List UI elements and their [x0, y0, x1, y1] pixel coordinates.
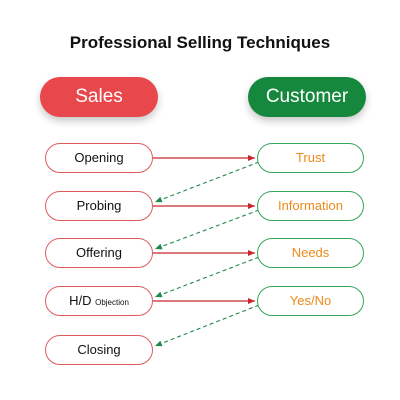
sales-step-closing: Closing	[45, 335, 153, 365]
sales-step-probing: Probing	[45, 191, 153, 221]
customer-response-information: Information	[257, 191, 364, 221]
sales-header: Sales	[40, 77, 158, 117]
sales-step-suffix: Objection	[95, 298, 129, 307]
sales-step-offering: Offering	[45, 238, 153, 268]
customer-header: Customer	[248, 77, 366, 117]
customer-response-label: Needs	[291, 245, 330, 260]
arrow-needs-to-objection	[154, 256, 260, 298]
customer-response-label: Trust	[295, 150, 326, 165]
sales-step-label: Offering	[75, 245, 122, 260]
sales-step-label: H/D	[69, 293, 96, 308]
sales-step-objection: H/D Objection	[45, 286, 153, 316]
customer-response-needs: Needs	[257, 238, 364, 268]
customer-response-trust: Trust	[257, 143, 364, 173]
arrow-trust-to-probing	[154, 161, 260, 203]
arrow-information-to-offering	[154, 209, 260, 250]
arrow-yesno-to-closing	[154, 304, 260, 347]
customer-response-yesno: Yes/No	[257, 286, 364, 316]
sales-step-label: Probing	[76, 198, 122, 213]
sales-step-opening: Opening	[45, 143, 153, 173]
diagram-title: Professional Selling Techniques	[69, 33, 331, 52]
customer-response-label: Yes/No	[289, 293, 332, 308]
sales-step-label: Opening	[74, 150, 124, 165]
customer-response-label: Information	[277, 198, 344, 213]
sales-step-label: Closing	[77, 342, 121, 357]
